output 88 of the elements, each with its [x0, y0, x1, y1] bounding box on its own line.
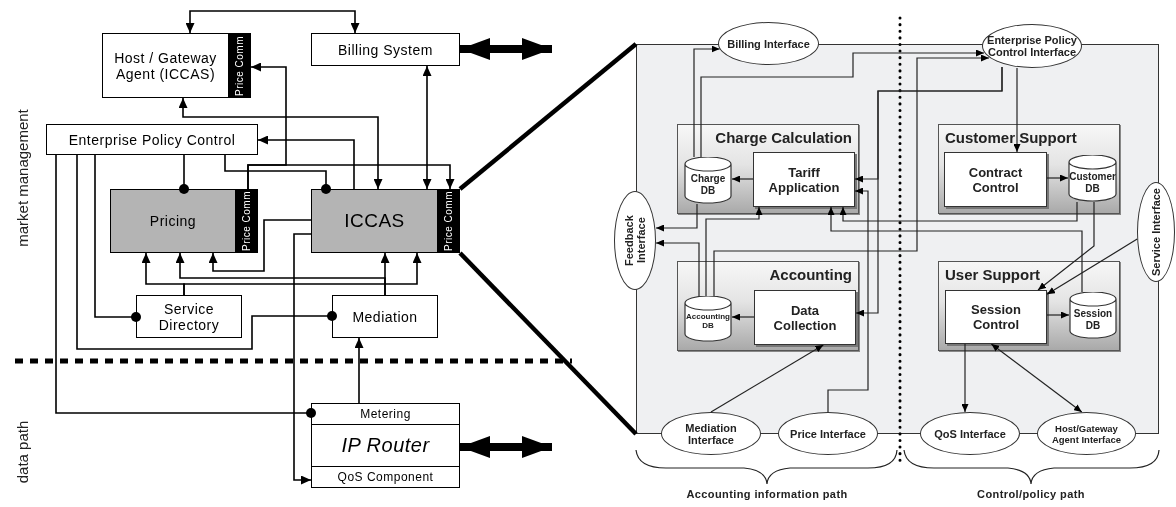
- path-label: Accounting information path: [686, 488, 848, 500]
- group-panel: [677, 261, 859, 351]
- side-label: data path: [13, 420, 31, 484]
- node-label: Host/Gateway Agent Interface: [1050, 422, 1123, 445]
- section-label: Metering: [312, 404, 459, 425]
- node-label: Billing System: [337, 41, 434, 58]
- connector-arrow: [1046, 238, 1138, 295]
- path-label: Control/policy path: [977, 488, 1085, 500]
- node-label: QoS Interface: [933, 427, 1007, 440]
- connector-arrow: [990, 343, 1083, 413]
- node-label: Billing Interface: [726, 37, 811, 50]
- connector-arrow: [827, 187, 869, 413]
- process-box: [311, 33, 460, 66]
- connector-arrow: [855, 66, 1003, 317]
- connector-arrow: [178, 97, 383, 190]
- node-label: Service Interface: [1150, 187, 1162, 277]
- group-title: Accounting: [769, 266, 852, 283]
- connector-arrow: [839, 201, 1078, 222]
- connector-arrow: [693, 45, 721, 158]
- connector-arrow: [655, 239, 700, 297]
- section-label: IP Router: [312, 425, 459, 467]
- connector-arrow: [1013, 67, 1021, 153]
- component-box: [311, 189, 460, 253]
- connector-arrow: [354, 337, 364, 404]
- group-panel: [677, 124, 859, 214]
- connector-arrow: [422, 65, 432, 190]
- agent-box: [102, 33, 251, 98]
- node-label: Price Interface: [789, 427, 867, 440]
- node-label: Enterprise Policy Control: [67, 131, 237, 148]
- price-comm-strip: Price Comm: [235, 190, 257, 252]
- node-label: Contract Control: [967, 164, 1024, 195]
- connector-arrow: [380, 252, 390, 296]
- connector-arrow: [257, 135, 355, 190]
- price-comm-strip: Price Comm: [228, 34, 250, 97]
- side-label: market management: [13, 109, 31, 247]
- function-box: [945, 290, 1047, 344]
- database-cylinder: [1069, 292, 1117, 339]
- connector-arrow: [713, 54, 990, 297]
- connector-arrow: [731, 313, 755, 321]
- connector-arrow: [247, 164, 455, 190]
- connector-arrow: [1046, 311, 1070, 319]
- node-label: Tariff Application: [767, 164, 841, 195]
- connector-arrow: [961, 343, 969, 413]
- node-label: Session DB: [1072, 308, 1114, 331]
- component-box: [110, 189, 258, 253]
- group-title: Customer Support: [945, 129, 1077, 146]
- process-box: [136, 295, 242, 338]
- process-box: [46, 124, 258, 155]
- section-label: QoS Component: [336, 469, 435, 486]
- node-label: Enterprise Policy Control Interface: [986, 34, 1078, 58]
- node-label: Accounting DB: [685, 312, 731, 331]
- connector-arrow: [1037, 201, 1095, 291]
- function-box: [753, 152, 855, 207]
- connector-line: [458, 42, 638, 191]
- connector-arrow: [1046, 174, 1069, 182]
- connector-line: [458, 251, 638, 436]
- node-label: Charge DB: [689, 173, 727, 196]
- connector-arrow: [700, 49, 985, 158]
- connector-arrow: [208, 219, 312, 272]
- group-title: Charge Calculation: [715, 129, 852, 146]
- node-label: Feedback Interface: [623, 214, 647, 268]
- connector-arrow: [710, 344, 824, 413]
- process-box: [332, 295, 438, 338]
- database-cylinder: [684, 157, 732, 204]
- router-box: [311, 403, 460, 488]
- connector-arrow: [731, 175, 754, 183]
- node-label: Service Directory: [157, 300, 221, 333]
- interface-ellipse: [982, 24, 1082, 68]
- node-label: Mediation: [351, 308, 419, 325]
- group-panel: [938, 261, 1120, 351]
- connector-arrow: [827, 206, 1083, 293]
- node-label: Pricing: [148, 212, 198, 231]
- group-panel: [938, 124, 1120, 214]
- node-label: Data Collection: [772, 302, 838, 333]
- node-label: Mediation Interface: [684, 421, 738, 446]
- connector-arrow: [655, 203, 698, 232]
- connector-arrow: [705, 206, 763, 297]
- node-label: Session Control: [970, 302, 1022, 332]
- database-cylinder: [684, 296, 732, 342]
- connector-arrow: [183, 252, 422, 296]
- connector-arrow: [293, 233, 312, 485]
- function-box: [754, 290, 856, 345]
- price-comm-strip: Price Comm: [437, 190, 459, 252]
- connector-arrow: [185, 10, 360, 34]
- node-label: ICCAS: [343, 209, 406, 233]
- function-box: [944, 152, 1047, 207]
- node-label: Host / Gateway Agent (ICCAS): [113, 48, 218, 84]
- group-title: User Support: [945, 266, 1040, 283]
